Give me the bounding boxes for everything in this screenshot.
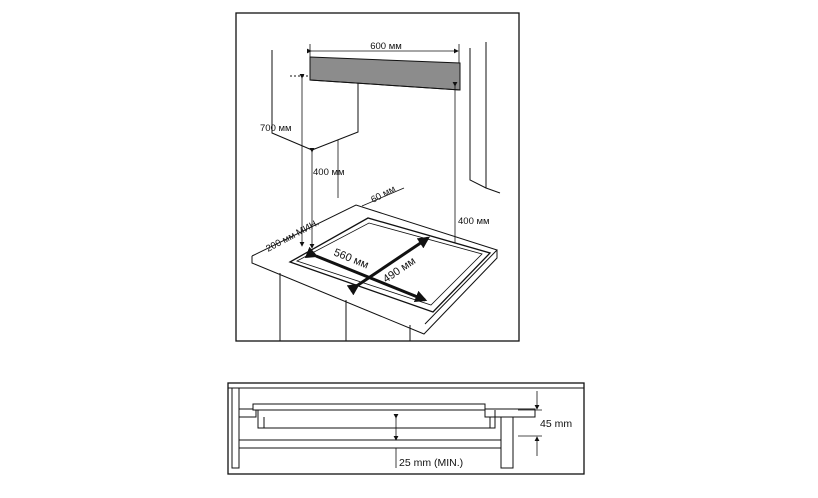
cooktop-plate <box>252 403 486 411</box>
countertop-outline <box>251 204 498 325</box>
min-gap-label: 25 mm (MIN.) <box>399 457 463 469</box>
side-clearance-label: 400 мм <box>458 216 490 227</box>
left-cabinet-outline <box>271 50 313 151</box>
cabinet-height-label: 700 мм <box>260 123 292 134</box>
left-wall <box>231 387 240 469</box>
height-label: 45 mm <box>540 418 572 430</box>
hood-width-label: 600 мм <box>370 41 402 52</box>
shelf-board <box>238 439 502 449</box>
cross-section-diagram: 25 mm (MIN.) 45 mm <box>227 382 585 475</box>
cooktop-perspective-diagram: 600 мм 700 мм 400 мм 400 мм 60 мм 200 мм… <box>235 12 520 342</box>
cooktop-body <box>257 410 496 429</box>
cutout-depth-arrow <box>346 236 430 296</box>
wall-clearance-label: 400 мм <box>313 167 345 178</box>
